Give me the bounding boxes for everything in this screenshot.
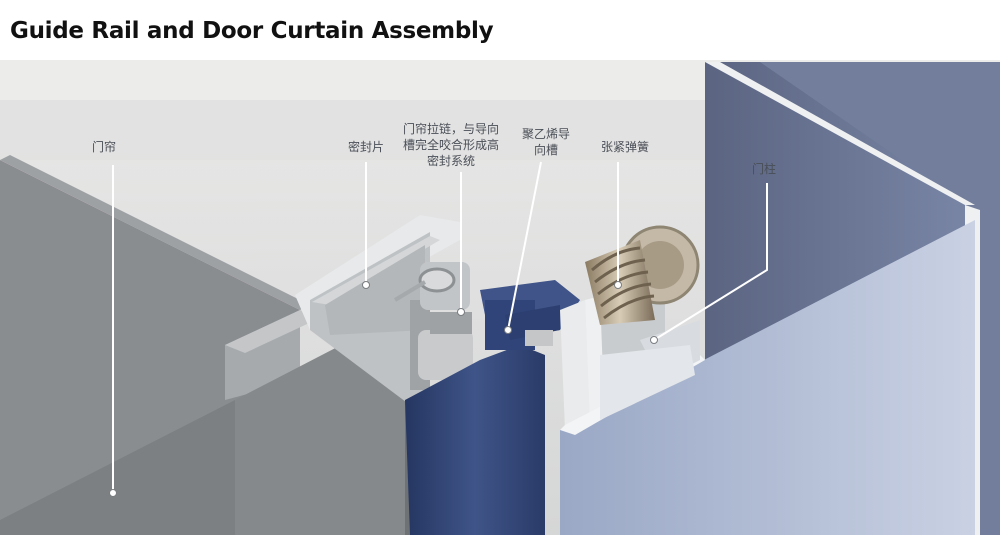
leader-dot-zipper <box>457 308 465 316</box>
title-bar: Guide Rail and Door Curtain Assembly <box>0 0 1000 60</box>
leader-dot-seal-strip <box>362 281 370 289</box>
leader-dot-door-post <box>650 336 658 344</box>
page-title: Guide Rail and Door Curtain Assembly <box>10 18 494 44</box>
leader-line-pe-guide <box>507 161 542 331</box>
door-curtain <box>0 400 235 535</box>
pe-guide-channel <box>405 345 545 535</box>
zipper-teeth <box>393 262 473 390</box>
leader-dot-pe-guide <box>504 326 512 334</box>
door-post <box>560 62 1000 535</box>
label-door-post: 门柱 <box>752 162 777 176</box>
leader-dot-door-curtain <box>109 489 117 497</box>
leader-line-door-post <box>653 183 768 341</box>
label-zipper-line-1: 门帘拉链，与导向 <box>403 122 500 136</box>
leader-dot-tension-spring <box>614 281 622 289</box>
label-pe-guide-line-1: 聚乙烯导 <box>522 127 571 141</box>
assembly-illustration: 门帘 密封片 门帘拉链，与导向 槽完全咬合形成高 密封系统 聚乙烯导 向槽 张紧… <box>0 60 1000 535</box>
label-zipper: 门帘拉链，与导向 槽完全咬合形成高 密封系统 <box>403 121 499 169</box>
label-seal-strip: 密封片 <box>348 140 385 154</box>
label-pe-guide-line-2: 向槽 <box>534 143 559 157</box>
seal-strip <box>325 245 425 335</box>
label-door-curtain: 门帘 <box>92 140 117 154</box>
label-pe-guide: 聚乙烯导 向槽 <box>522 126 570 158</box>
label-tension-spring: 张紧弹簧 <box>601 140 650 154</box>
label-zipper-line-2: 槽完全咬合形成高 <box>403 138 500 152</box>
label-zipper-line-3: 密封系统 <box>427 154 476 168</box>
assembly-drawing <box>0 60 1000 535</box>
